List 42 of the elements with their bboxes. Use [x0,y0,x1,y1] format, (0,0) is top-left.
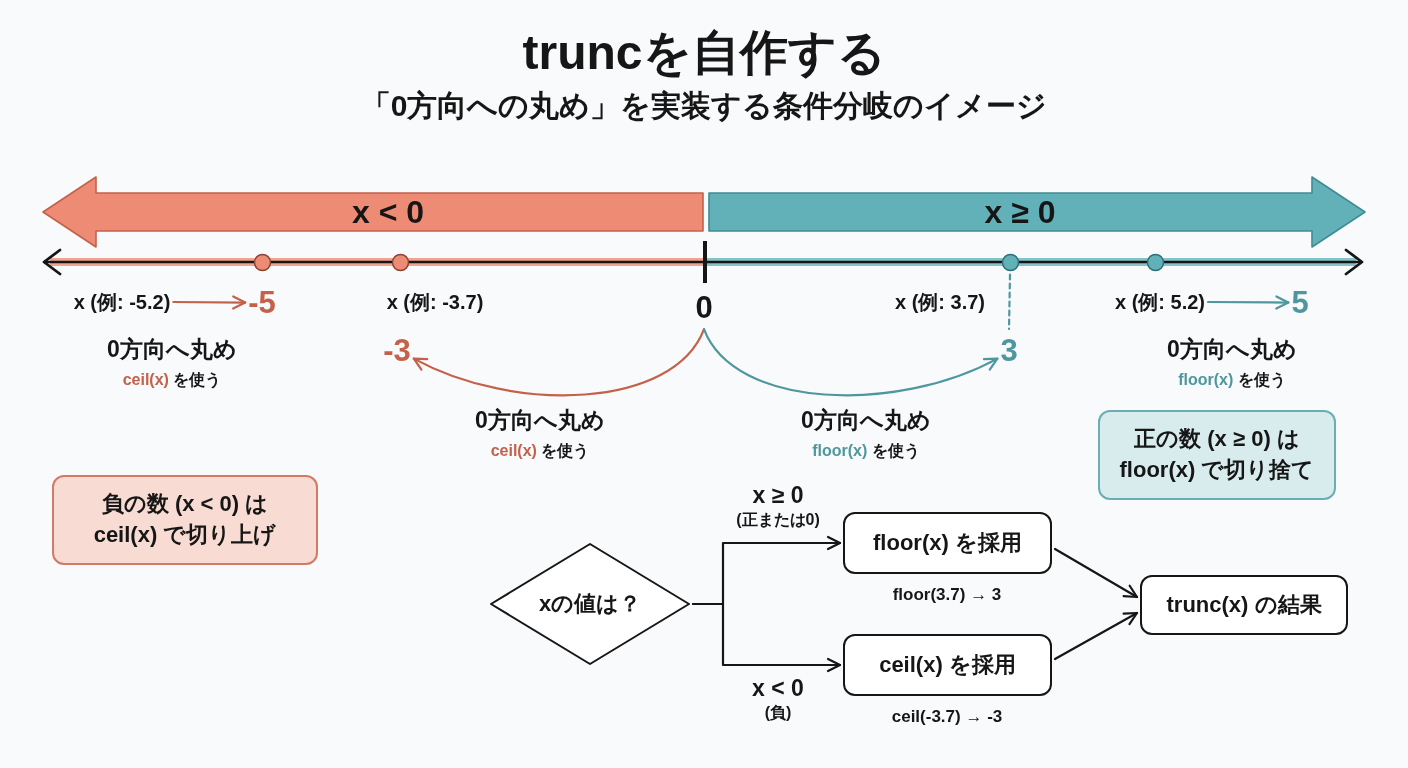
point-marker [390,252,410,272]
dashed-guide-line [1007,273,1012,331]
process-box: trunc(x) の結果 [1140,575,1348,635]
point-marker [1145,252,1165,272]
decision-diamond [490,543,690,665]
arrow [691,602,842,673]
range-label: x ≥ 0 [984,192,1056,232]
result-number: 5 [1291,284,1309,322]
decision-label: xの値は？ [538,590,642,618]
point-marker [1000,252,1020,272]
range-label: x < 0 [351,192,425,232]
subtitle: 「0方向への丸め」を実装する条件分岐のイメージ [360,88,1048,124]
function-note: ceil(x) を使う [122,370,222,390]
example-value-label: x (例: 3.7) [895,290,985,314]
example-caption: ceil(-3.7) → -3 [891,707,1003,728]
example-value-label: x (例: 5.2) [1115,290,1205,314]
summary-box: 負の数 (x < 0) は ceil(x) で切り上げ [52,475,318,565]
function-note: floor(x) を使う [812,441,920,461]
rounding-note: 0方向へ丸め [1167,336,1297,364]
range-arrow-band [708,176,1366,248]
example-caption: floor(3.7) → 3 [892,585,1002,606]
arrow [1053,611,1139,661]
range-arrow-band [42,176,704,248]
result-number: -3 [383,332,411,370]
function-note: floor(x) を使う [1178,370,1286,390]
diagram-title: truncを自作する [522,25,886,81]
arrow [1206,295,1290,310]
arrow [1053,547,1139,599]
point-marker [252,252,272,272]
summary-box: 正の数 (x ≥ 0) は floor(x) で切り捨て [1098,410,1336,500]
curved-arrow [702,328,999,397]
arrow [172,295,247,310]
curved-arrow [412,328,706,397]
process-box: floor(x) を採用 [843,512,1052,574]
process-box: ceil(x) を採用 [843,634,1052,696]
function-note: ceil(x) を使う [490,441,590,461]
example-value-label: x (例: -3.7) [386,290,484,314]
result-number: -5 [248,284,276,322]
result-number: 3 [1000,332,1018,370]
rounding-note: 0方向へ丸め [107,336,237,364]
zero-label: 0 [695,289,713,327]
example-value-label: x (例: -5.2) [73,290,171,314]
